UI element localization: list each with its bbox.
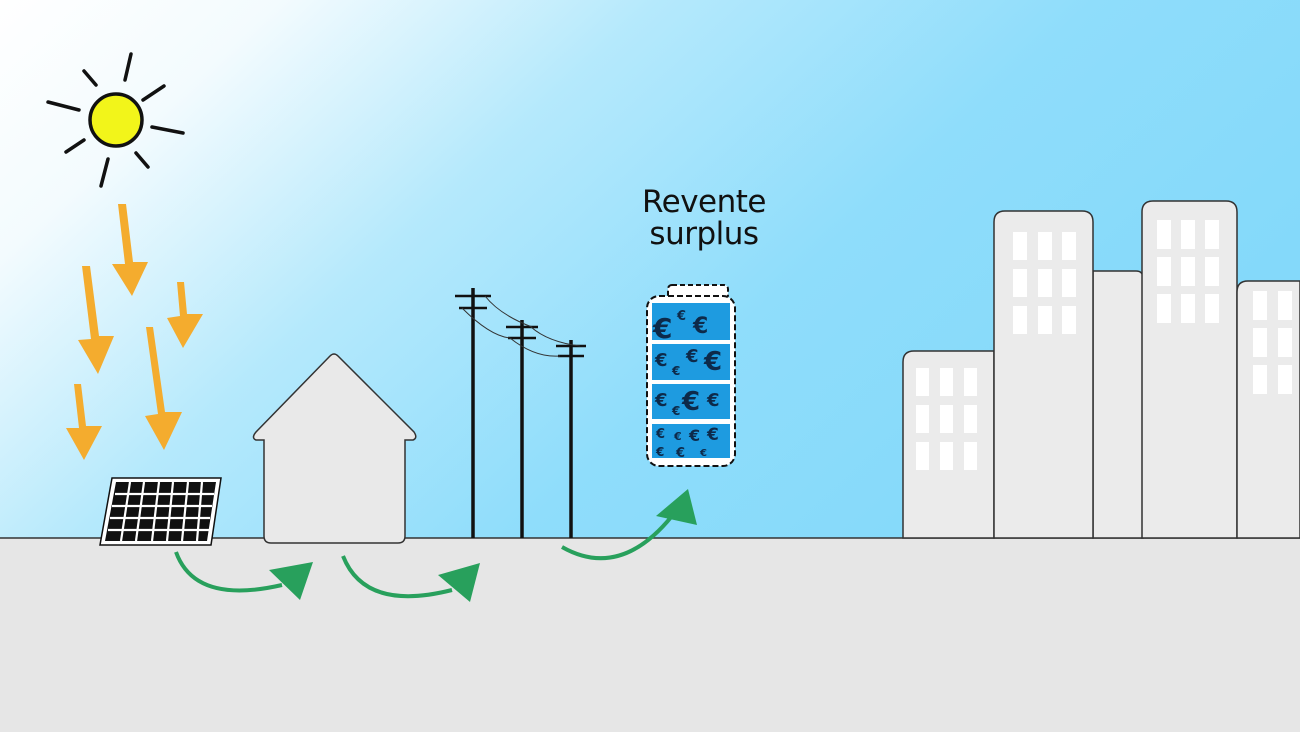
sunlight-arrow [167, 282, 203, 348]
euro-symbol: € [675, 446, 685, 461]
euro-symbol: € [655, 445, 664, 459]
solar-panel-icon [99, 477, 222, 546]
house-icon [252, 353, 417, 544]
euro-symbol: € [699, 448, 707, 459]
ground [0, 538, 1300, 732]
building [1141, 200, 1238, 539]
euro-symbol: € [654, 390, 668, 411]
sunlight-arrow [145, 327, 182, 450]
building [1092, 270, 1144, 539]
sunlight-arrow [66, 384, 102, 460]
battery-cell [652, 344, 730, 380]
euro-symbol: € [671, 404, 680, 418]
battery-cell [652, 424, 730, 458]
building [993, 210, 1094, 539]
euro-symbol: € [652, 312, 672, 345]
flow-arrows [174, 489, 697, 602]
euro-symbol: € [703, 347, 722, 377]
euro-symbol: € [706, 390, 720, 411]
flow-arrow-panel-to-house [174, 551, 313, 600]
power-line-icon [455, 288, 586, 538]
building [902, 350, 995, 539]
resale-surplus-label: Revente surplus [612, 186, 796, 250]
euro-symbol: € [706, 425, 719, 445]
label-line-1: Revente [641, 184, 767, 220]
flow-arrow-house-to-grid [341, 555, 480, 602]
euro-symbol: € [655, 427, 665, 442]
euro-symbol: € [673, 430, 682, 443]
euro-symbol: € [692, 314, 708, 339]
euro-symbol: € [688, 426, 700, 445]
sunlight-arrow [78, 266, 114, 374]
battery-cell [652, 303, 730, 340]
battery-cell [652, 384, 730, 419]
label-line-2: surplus [649, 216, 759, 252]
building [1236, 280, 1300, 539]
euro-symbol: € [676, 309, 686, 324]
euro-symbol: € [685, 346, 699, 367]
sunlight-arrow [112, 204, 148, 296]
city-icon [902, 200, 1300, 539]
sun-icon [46, 52, 185, 188]
battery-icon: € € € € € € € € € € € € € € € € € € [646, 284, 736, 467]
euro-symbol: € [671, 364, 680, 378]
flow-arrow-grid-to-battery [561, 489, 697, 561]
sunlight-arrows [66, 204, 203, 460]
euro-symbol: € [654, 350, 668, 371]
euro-symbol: € [681, 387, 700, 417]
